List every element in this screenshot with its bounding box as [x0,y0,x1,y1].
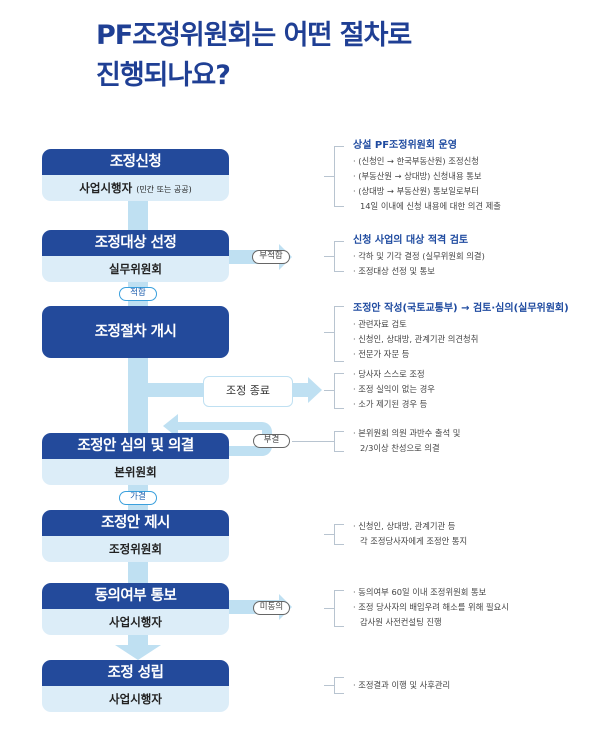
bracket-tick [324,332,334,333]
bracket-tick [292,441,334,442]
note-settle: · 조정결과 이행 및 사후관리 [353,680,451,690]
bracket [334,373,344,409]
note-consent: · 동의여부 60일 이내 조정위원회 통보 · 조정 당사자의 배임우려 해소… [353,587,509,627]
bracket [334,306,344,362]
step-deliberate: 조정안 심의 및 의결 본위원회 [42,433,229,485]
step-select: 조정대상 선정 실무위원회 [42,230,229,282]
bracket-tick [324,534,334,535]
note-start: 조정안 작성(국토교통부) → 검토·심의(실무위원회) · 관련자료 검토 ·… [353,303,569,359]
connector [128,200,148,230]
step-propose: 조정안 제시 조정위원회 [42,510,229,562]
bracket [334,524,344,545]
bracket-tick [324,685,334,686]
bracket-tick [324,390,334,391]
bracket [334,677,344,694]
note-select: 신청 사업의 대상 적격 검토 · 각하 및 기각 결정 (실무위원회 의결) … [353,235,485,276]
bracket [334,590,344,627]
arrow-right-icon [308,377,322,403]
bracket [334,241,344,272]
note-apply: 상설 PF조정위원회 운영 · (신청인 → 한국부동산원) 조정신청 · (부… [353,140,501,211]
disagree-label: 미동의 [253,601,290,615]
connector [128,358,148,433]
arrow-left-icon [163,414,178,438]
end-box: 조정 종료 [203,376,293,407]
step-apply: 조정신청 사업시행자 (민간 또는 공공) [42,149,229,201]
reject-label: 부결 [253,434,290,448]
approve-label: 가결 [119,491,157,505]
bracket [334,146,344,207]
bracket [334,431,344,452]
bracket-tick [324,608,334,609]
step-consent: 동의여부 통보 사업시행자 [42,583,229,635]
fit-label: 적합 [119,287,157,301]
note-propose: · 신청인, 상대방, 관계기관 등 각 조정당사자에게 조정안 통지 [353,521,468,546]
bracket-tick [324,176,334,177]
unfit-label: 부적합 [252,250,290,264]
arrow-down-icon [115,645,161,660]
page-title: PF조정위원회는 어떤 절차로 진행되나요? [96,20,412,91]
note-deliberate: · 본위원회 의원 과반수 출석 및 2/3이상 찬성으로 의결 [353,428,461,453]
step-start: 조정절차 개시 [42,306,229,358]
note-end: · 당사자 스스로 조정 · 조정 실익이 없는 경우 · 소가 제기된 경우 … [353,369,435,409]
step-settle: 조정 성립 사업시행자 [42,660,229,712]
bracket-tick [324,256,334,257]
connector [128,561,148,583]
